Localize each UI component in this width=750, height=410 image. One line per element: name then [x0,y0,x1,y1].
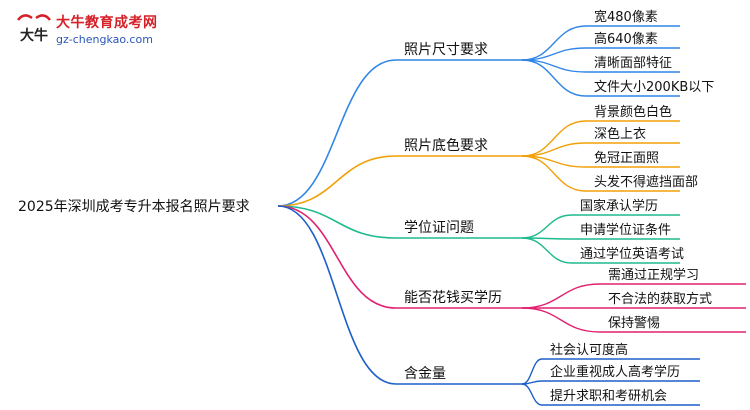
leaf-node-label: 提升求职和考研机会 [550,388,667,404]
leaf-node-label: 高640像素 [594,31,658,47]
leaf-node-label: 背景颜色白色 [594,104,672,120]
logo-mark-text: 大牛 [20,27,48,44]
branch-node-label: 照片尺寸要求 [404,42,488,58]
branch-connector [277,155,397,207]
branch-connector [277,205,397,239]
leaf-connector [521,214,573,239]
leaf-connector [521,120,587,157]
leaf-node-label: 申请学位证条件 [580,222,671,238]
branch-connector [277,205,397,309]
logo-url: gz-chengkao.com [56,33,153,46]
branch-connector [277,205,397,385]
leaf-node-label: 头发不得遮挡面部 [594,174,698,190]
bull-logo-icon: 大牛 [17,14,51,44]
leaf-connector [521,283,601,309]
leaf-node-label: 社会认可度高 [550,342,628,358]
leaf-connector [521,25,587,61]
leaf-connector [521,307,601,333]
branch-connector [277,59,397,207]
leaf-connector [521,155,587,192]
leaf-node-label: 通过学位英语考试 [580,246,684,262]
root-node-label: 2025年深圳成考专升本报名照片要求 [18,199,250,215]
leaf-node-label: 宽480像素 [594,9,658,25]
leaf-node-label: 不合法的获取方式 [608,291,712,307]
leaf-node-label: 清晰面部特征 [594,56,672,71]
branch-node-label: 能否花钱买学历 [404,290,502,306]
leaf-node-label: 需通过正规学习 [608,267,699,283]
leaf-node-label: 深色上衣 [594,126,646,142]
site-logo[interactable]: 大牛 大牛教育成考网 gz-chengkao.com [14,10,214,54]
leaf-node-label: 保持警惕 [608,315,660,331]
branch-node-label: 照片底色要求 [404,137,488,154]
leaf-node-label: 国家承认学历 [580,198,658,214]
leaf-connector [521,358,543,385]
leaf-node-label: 文件大小200KB以下 [594,80,714,95]
logo-title: 大牛教育成考网 [56,15,158,31]
leaf-connector [521,59,587,97]
leaf-node-label: 免冠正面照 [594,151,659,166]
leaf-connector [521,383,543,406]
leaf-node-label: 企业重视成人高考学历 [550,364,680,380]
branch-node-label: 学位证问题 [404,220,474,236]
leaf-connector [521,237,573,264]
branch-node-label: 含金量 [404,366,446,382]
